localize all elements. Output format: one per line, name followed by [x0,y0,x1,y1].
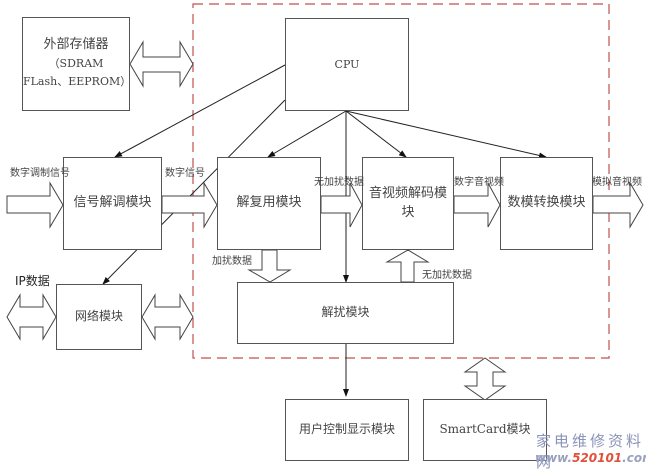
digital-av-label: 数字音视频 [454,177,504,188]
user-control-display-label: 用户控制显示模块 [298,422,395,437]
network-label: 网络模块 [74,309,123,324]
watermark-url-suffix: .com [622,451,646,465]
output-signal-arrow [592,181,644,229]
external-storage-label-line3: FLash、EEPROM） [23,75,132,89]
dac-module: 数模转换模块 [500,157,593,250]
scrambled-data-label: 加扰数据 [212,256,252,267]
cpu-to-demux-line [267,110,347,158]
av-decoder-label-line1: 音视频解码模 [368,185,447,201]
ip-data-label: IP数据 [15,274,50,288]
cpu-to-avdecoder-line [345,110,407,158]
watermark-url: www.520101.com [535,451,646,465]
external-storage-label-line2: （SDRAM [48,56,104,70]
analog-av-label: 模拟音视频 [592,177,642,188]
av-decoder-label-line2: 块 [401,204,415,220]
unscrambled-data-label-top: 无加扰数据 [314,177,364,188]
external-storage-label-line1: 外部存储器 [43,36,109,52]
system-boundary [192,3,610,359]
demux-to-avdecoder-arrow [320,182,363,228]
demux-to-descrambler-arrow [247,249,292,283]
digital-modulated-signal-label: 数字调制信号 [10,168,70,179]
cpu-to-dac-line [345,110,547,159]
demodulator-label: 信号解调模块 [73,195,152,211]
smartcard-bidirectional-arrow [463,357,507,401]
cpu-module: CPU [285,18,409,111]
cpu-to-demodulator-line [114,64,286,158]
demod-to-demux-arrow [161,181,218,229]
avdecoder-to-dac-arrow [453,182,501,228]
smartcard-label: SmartCard模块 [439,422,531,437]
descrambler-label: 解扰模块 [321,305,370,320]
network-bidirectional-arrow [141,293,194,341]
watermark-url-number: 520101 [572,451,623,465]
external-storage-module: 外部存储器 （SDRAM FLash、EEPROM） [22,17,132,111]
user-control-display-module: 用户控制显示模块 [285,399,409,461]
descrambler-module: 解扰模块 [237,282,454,344]
dac-label: 数模转换模块 [507,195,586,211]
av-decoder-module: 音视频解码模 块 [362,157,454,250]
watermark-url-prefix: www. [535,451,573,465]
descrambler-to-avdecoder-arrow [385,249,430,283]
demultiplexer-label: 解复用模块 [236,195,302,211]
cpu-to-network-line [102,99,286,285]
ip-data-bidirectional-arrow [6,293,57,341]
unscrambled-data-label-bottom: 无加扰数据 [422,270,472,281]
cpu-label: CPU [334,57,360,71]
smartcard-module: SmartCard模块 [423,399,547,461]
input-signal-arrow [6,181,64,229]
digital-signal-label: 数字信号 [165,168,205,179]
demodulator-module: 信号解调模块 [63,157,162,250]
storage-bidirectional-arrow [129,40,194,88]
demultiplexer-module: 解复用模块 [217,157,321,250]
network-module: 网络模块 [56,284,142,350]
